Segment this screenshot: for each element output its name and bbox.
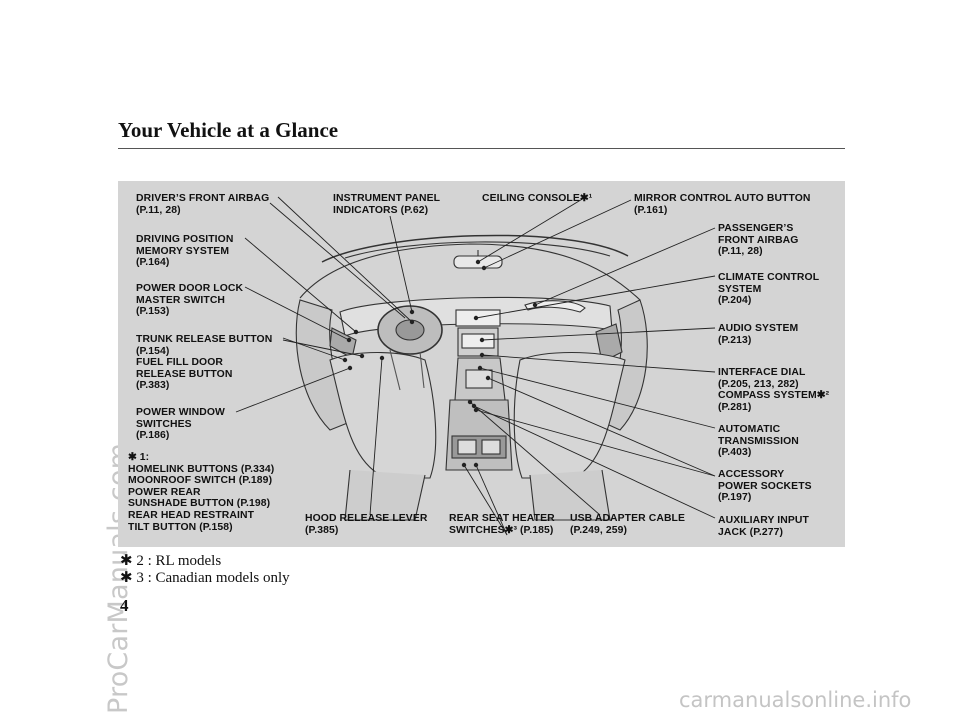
label-footnote1-group: ✱ 1:HOMELINK BUTTONS (P.334)MOONROOF SWI… bbox=[128, 452, 274, 533]
label-interface-dial-compass: INTERFACE DIAL(P.205, 213, 282)COMPASS S… bbox=[718, 367, 829, 413]
label-ceiling-console: CEILING CONSOLE✱¹ bbox=[482, 193, 592, 205]
label-drivers-front-airbag: DRIVER’S FRONT AIRBAG(P.11, 28) bbox=[136, 193, 269, 216]
label-hood-release-lever: HOOD RELEASE LEVER(P.385) bbox=[305, 513, 427, 536]
bottom-watermark: carmanualsonline.info bbox=[679, 688, 911, 712]
label-trunk-release-fuel-door: TRUNK RELEASE BUTTON(P.154)FUEL FILL DOO… bbox=[136, 334, 272, 392]
footnote-3: ✱ 3 : Canadian models only bbox=[120, 570, 290, 587]
label-usb-adapter-cable: USB ADAPTER CABLE(P.249, 259) bbox=[570, 513, 685, 536]
footnotes: ✱ 2 : RL models ✱ 3 : Canadian models on… bbox=[120, 553, 290, 587]
footnote-2: ✱ 2 : RL models bbox=[120, 553, 290, 570]
label-audio-system: AUDIO SYSTEM(P.213) bbox=[718, 323, 798, 346]
page-number: 4 bbox=[120, 596, 129, 616]
label-mirror-control-auto-button: MIRROR CONTROL AUTO BUTTON(P.161) bbox=[634, 193, 811, 216]
